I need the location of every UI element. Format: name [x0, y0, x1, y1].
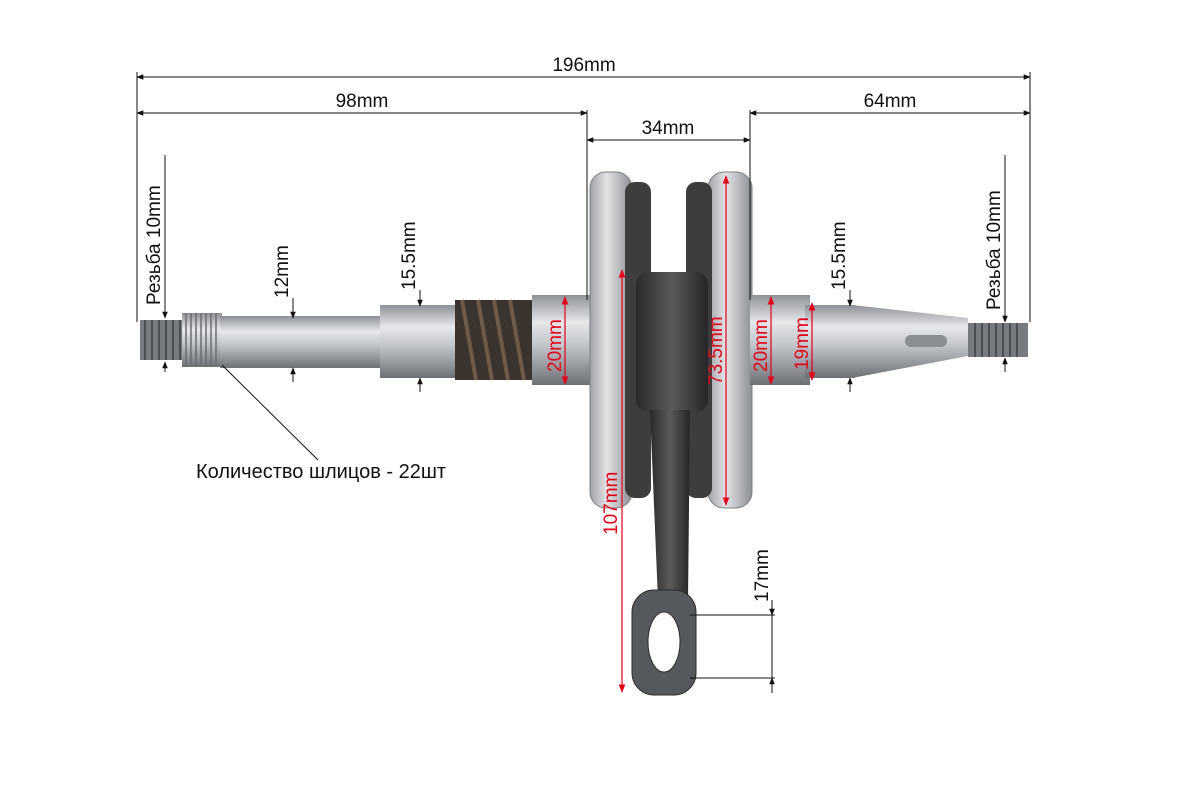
spline-count-note: Количество шлицов - 22шт — [196, 461, 446, 483]
red-dimension-lines — [561, 175, 816, 693]
spline-lines — [185, 313, 217, 367]
right-step-dia-label: 19mm — [792, 317, 813, 370]
left-thread — [140, 320, 185, 360]
left-bearing-dia-label: 15.5mm — [399, 221, 420, 290]
rod-length-label: 107mm — [601, 472, 622, 535]
left-thread-label: Резьба 10mm — [144, 185, 165, 305]
left-seat-dia-label: 20mm — [545, 319, 566, 372]
left-length-label: 98mm — [336, 91, 389, 112]
crankshaft-illustration — [140, 171, 1028, 696]
overall-length-label: 196mm — [552, 55, 615, 76]
right-thread-label: Резьба 10mm — [984, 190, 1005, 310]
black-dimension-lines — [136, 72, 1031, 693]
right-thread-lines — [974, 323, 1018, 357]
worm-gear-lines — [460, 299, 526, 381]
web-diameter-label: 73.5mm — [706, 316, 727, 385]
right-bearing-dia-label: 15.5mm — [829, 221, 850, 290]
right-seal-journal — [750, 295, 810, 385]
left-shaft — [220, 316, 385, 368]
connecting-rod — [650, 410, 690, 600]
right-length-label: 64mm — [864, 91, 917, 112]
small-end-dia-label: 17mm — [752, 549, 773, 602]
small-end-bore — [647, 611, 681, 673]
right-thread — [968, 323, 1028, 357]
rod-big-end — [636, 272, 708, 412]
web-width-label: 34mm — [642, 118, 695, 139]
right-seat-dia-label: 20mm — [751, 319, 772, 372]
left-thread-lines — [144, 320, 181, 360]
spline-dia-label: 12mm — [272, 245, 293, 298]
left-bearing-journal — [380, 305, 460, 378]
key-slot — [905, 335, 947, 347]
